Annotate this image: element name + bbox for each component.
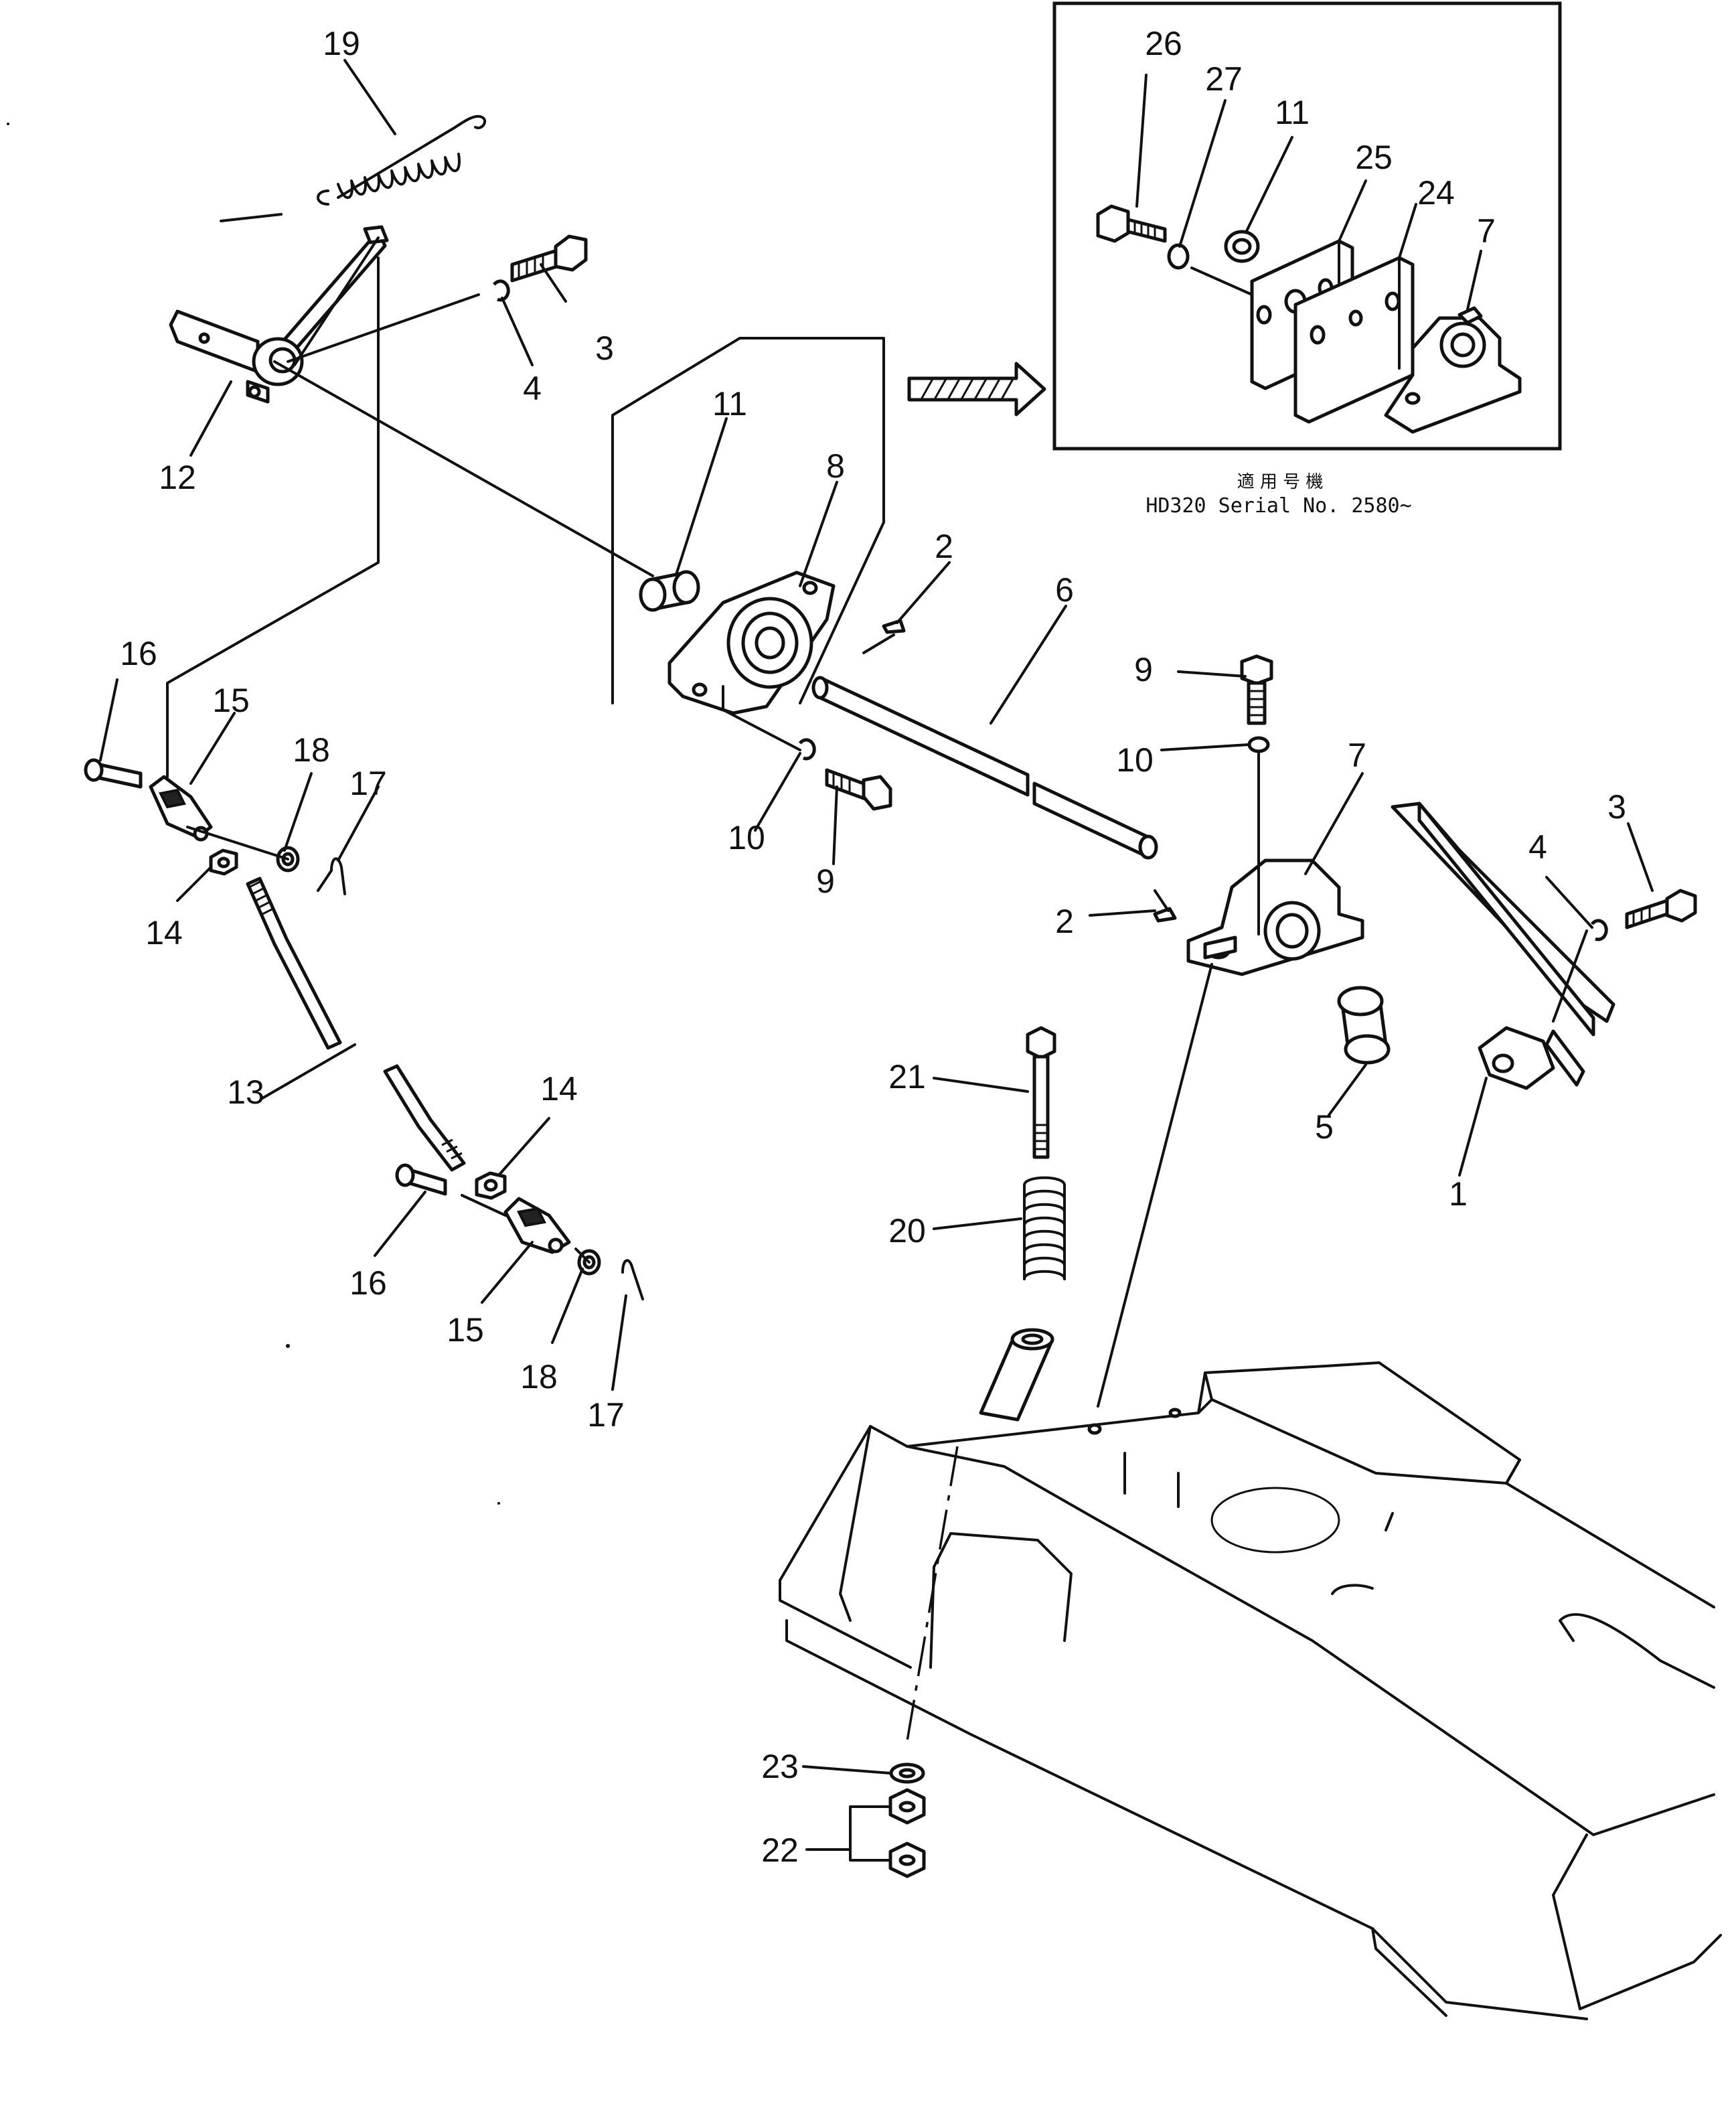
lock-washer-10-mid (798, 738, 816, 761)
label-18-bottom: 18 (520, 1358, 558, 1396)
cotter-pin-17-top (330, 857, 346, 895)
yoke-15-bottom (503, 1197, 571, 1254)
leader-27 (1178, 99, 1227, 248)
washer-18-top (276, 846, 300, 873)
key-2-upper (882, 619, 906, 634)
nut-22-lower (888, 1841, 926, 1878)
label-26: 26 (1145, 25, 1182, 62)
label-7: 7 (1348, 737, 1366, 774)
cotter-pin-17-bottom (621, 1259, 644, 1300)
label-22: 22 (761, 1831, 799, 1869)
bushing-5 (1337, 986, 1391, 1065)
label-21: 21 (888, 1058, 926, 1096)
label-6: 6 (1055, 571, 1074, 609)
label-19: 19 (323, 25, 360, 62)
label-17-bottom: 17 (587, 1396, 625, 1434)
label-13: 13 (227, 1073, 264, 1111)
lever-1 (1391, 802, 1615, 1090)
lock-washer-10-right (1247, 736, 1270, 753)
label-2-upper: 2 (935, 528, 953, 565)
pillow-block-7 (1186, 858, 1364, 976)
shaft-6 (811, 676, 1158, 860)
inset-caption: HD320 Serial No. 2580~ (1146, 494, 1411, 518)
label-2-lower: 2 (1055, 903, 1074, 940)
speck (286, 1344, 290, 1348)
rod-13 (246, 877, 466, 1172)
speck (497, 1502, 500, 1505)
lock-washer-4-right (1590, 919, 1608, 942)
bolt-9-mid (825, 768, 892, 811)
pin-16-bottom (395, 1163, 447, 1196)
label-18-top: 18 (293, 731, 330, 769)
label-23: 23 (761, 1748, 799, 1785)
label-8: 8 (826, 447, 845, 485)
inset-washer-11 (1224, 230, 1260, 263)
nut-14-top (209, 848, 238, 876)
label-1: 1 (1449, 1175, 1468, 1213)
bolt-21 (1026, 1026, 1056, 1159)
leader-11-inset (1245, 136, 1293, 232)
spring-19 (317, 115, 487, 206)
bolt-3-top (510, 234, 588, 283)
label-4-right: 4 (1528, 828, 1547, 866)
flange-bearing-8 (667, 571, 836, 715)
label-15-top: 15 (212, 682, 250, 719)
label-12: 12 (159, 459, 196, 496)
label-4-top: 4 (523, 370, 542, 407)
bolt-9-right (1240, 654, 1273, 725)
leader-27-plate (1190, 267, 1253, 296)
key-2-lower (1153, 907, 1177, 923)
label-7-inset: 7 (1477, 212, 1496, 250)
leader-lines (99, 59, 1654, 1862)
assembly-lines (166, 213, 1588, 1742)
label-9-right: 9 (1134, 651, 1153, 688)
bolt-3-right (1625, 889, 1697, 929)
inset-bolt-26 (1096, 204, 1167, 243)
label-9-mid: 9 (816, 862, 835, 900)
leader-25 (1338, 179, 1367, 242)
floor-plate (779, 1361, 1722, 2020)
inset-pillow-block-7 (1384, 306, 1522, 434)
label-11: 11 (712, 385, 747, 423)
label-3-right: 3 (1607, 788, 1626, 826)
label-25: 25 (1355, 139, 1393, 176)
label-20: 20 (888, 1212, 926, 1250)
nut-14-bottom (475, 1171, 507, 1200)
label-16-top: 16 (120, 635, 157, 672)
label-27: 27 (1205, 60, 1243, 98)
leader-26 (1135, 74, 1148, 208)
bearing-group-outline (611, 337, 885, 704)
label-11-inset: 11 (1275, 94, 1310, 131)
bushing-11 (639, 570, 700, 612)
label-17-top: 17 (349, 765, 387, 802)
pin-16-top (84, 758, 143, 789)
speck (7, 123, 9, 125)
label-24: 24 (1417, 174, 1455, 212)
label-5: 5 (1315, 1108, 1334, 1146)
label-3-top: 3 (595, 329, 614, 367)
label-10-right: 10 (1116, 741, 1154, 779)
spring-20 (1023, 1176, 1066, 1280)
inset-box (1052, 1, 1562, 451)
lever-12 (169, 225, 389, 404)
label-14-top: 14 (145, 914, 183, 952)
washer-23 (889, 1762, 925, 1784)
hatched-arrow (907, 362, 1046, 417)
inset-caption-jp: 適 用 号 機 (1237, 472, 1324, 492)
leader-7-inset (1466, 250, 1482, 311)
label-15-bottom: 15 (447, 1311, 484, 1349)
label-16-bottom: 16 (349, 1264, 387, 1302)
label-10-mid: 10 (728, 819, 765, 856)
label-14-bottom: 14 (540, 1070, 578, 1108)
nut-22-upper (888, 1788, 926, 1825)
leader-24 (1398, 203, 1417, 259)
part-labels: 19 3 4 12 11 8 2 6 9 10 7 3 4 2 5 1 10 9… (120, 25, 1626, 1869)
inset-lock-washer-27 (1167, 243, 1190, 270)
tube-guide (979, 1328, 1054, 1422)
